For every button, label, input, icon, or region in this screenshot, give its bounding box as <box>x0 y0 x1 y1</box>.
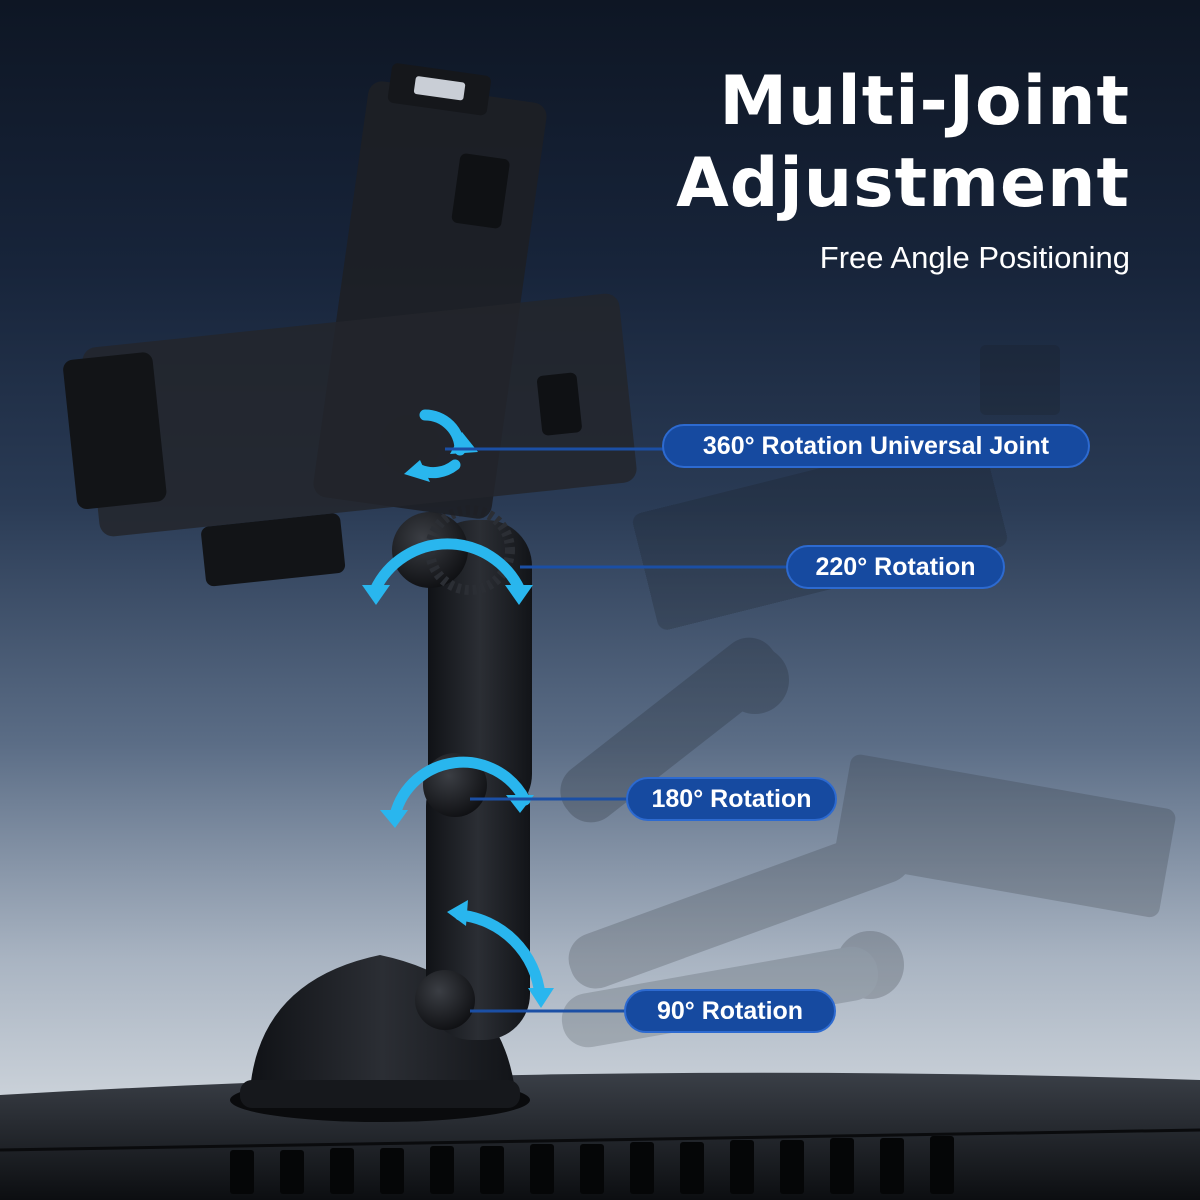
arrow-heads <box>362 432 554 1008</box>
subtitle: Free Angle Positioning <box>819 240 1130 275</box>
title-line-1: Multi-Joint <box>719 62 1130 141</box>
rotation-arrows <box>369 409 546 1001</box>
mount-arm <box>380 415 532 1040</box>
callout-220-rotation: 220° Rotation <box>786 545 1005 589</box>
callout-90-rotation: 90° Rotation <box>624 989 836 1033</box>
callout-180-rotation: 180° Rotation <box>626 777 837 821</box>
callout-360-rotation: 360° Rotation Universal Joint <box>662 424 1090 468</box>
dashboard <box>0 1072 1200 1200</box>
title-line-2: Adjustment <box>676 144 1130 223</box>
phone-clamp-horizontal <box>63 293 637 587</box>
callout-leaders <box>445 447 788 1013</box>
